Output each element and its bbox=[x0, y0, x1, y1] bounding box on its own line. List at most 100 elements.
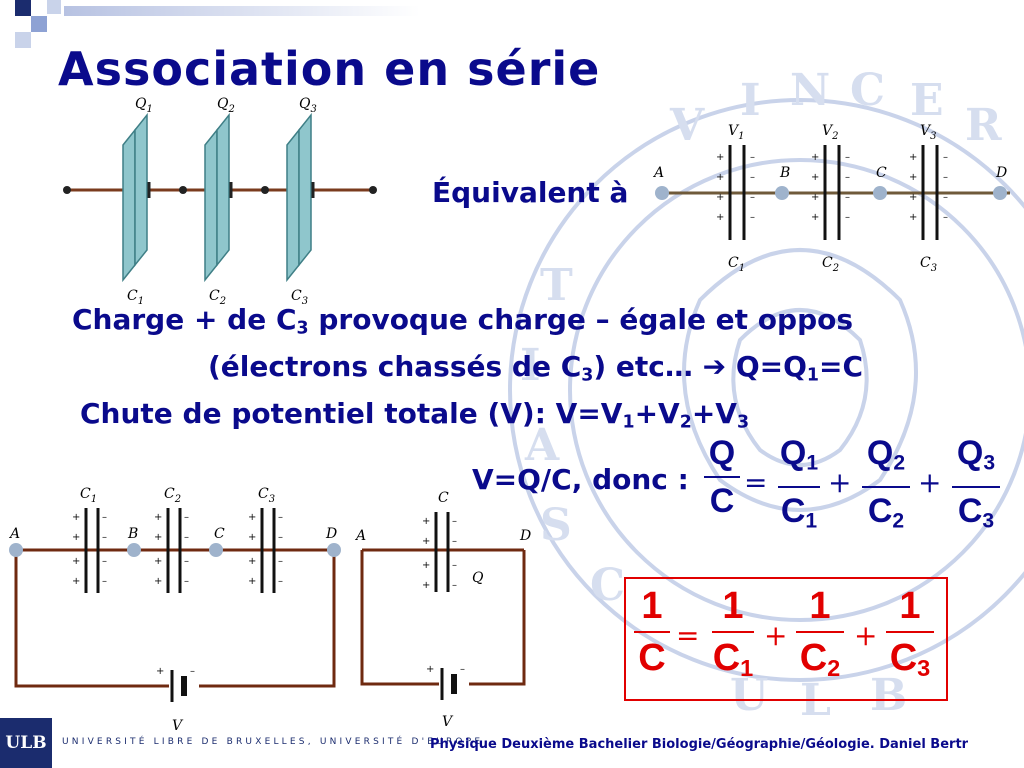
svg-text:A: A bbox=[524, 420, 560, 471]
svg-text:–: – bbox=[943, 212, 948, 223]
svg-text:–: – bbox=[278, 512, 283, 523]
svg-text:V3: V3 bbox=[920, 123, 937, 142]
svg-text:T: T bbox=[540, 260, 573, 311]
svg-text:–: – bbox=[845, 172, 850, 183]
university-name: UNIVERSITÉ LIBRE DE BRUXELLES, UNIVERSIT… bbox=[62, 737, 484, 747]
svg-text:–: – bbox=[452, 516, 457, 527]
svg-text:–: – bbox=[102, 532, 107, 543]
svg-text:C3: C3 bbox=[291, 288, 308, 307]
equivalent-label: Équivalent à bbox=[432, 176, 629, 209]
svg-text:+: + bbox=[422, 580, 430, 591]
svg-text:C: C bbox=[438, 490, 449, 506]
svg-text:–: – bbox=[750, 192, 755, 203]
svg-text:C2: C2 bbox=[822, 255, 839, 274]
svg-text:–: – bbox=[845, 192, 850, 203]
svg-text:+: + bbox=[909, 212, 917, 223]
svg-text:A: A bbox=[354, 528, 366, 544]
svg-text:–: – bbox=[452, 580, 457, 591]
equivalent-circuit: ++++ –––– +– C A D Q V bbox=[354, 490, 531, 730]
svg-text:C: C bbox=[214, 526, 225, 542]
svg-text:S: S bbox=[540, 500, 572, 551]
svg-text:+: + bbox=[716, 172, 724, 183]
svg-text:+: + bbox=[248, 576, 256, 587]
svg-text:C: C bbox=[850, 65, 885, 116]
svg-text:V2: V2 bbox=[822, 123, 839, 142]
svg-text:+: + bbox=[154, 532, 162, 543]
svg-text:+: + bbox=[248, 556, 256, 567]
svg-text:–: – bbox=[190, 666, 195, 677]
svg-text:–: – bbox=[278, 576, 283, 587]
svg-text:+: + bbox=[72, 576, 80, 587]
svg-text:+: + bbox=[72, 556, 80, 567]
svg-text:+: + bbox=[154, 512, 162, 523]
svg-text:C3: C3 bbox=[920, 255, 937, 274]
svg-text:–: – bbox=[102, 576, 107, 587]
svg-text:–: – bbox=[750, 172, 755, 183]
svg-text:–: – bbox=[184, 576, 189, 587]
svg-text:–: – bbox=[184, 532, 189, 543]
svg-text:–: – bbox=[845, 152, 850, 163]
svg-text:–: – bbox=[452, 560, 457, 571]
text-line-2: (électrons chassés de C3) etc… ➔ Q=Q1=C bbox=[208, 350, 864, 386]
svg-text:+: + bbox=[811, 192, 819, 203]
svg-text:+: + bbox=[248, 512, 256, 523]
text-line-4: V=Q/C, donc : bbox=[472, 463, 689, 496]
svg-text:C1: C1 bbox=[80, 486, 97, 505]
svg-text:C: C bbox=[876, 165, 887, 181]
svg-text:+: + bbox=[422, 560, 430, 571]
svg-text:D: D bbox=[519, 528, 531, 544]
svg-text:+: + bbox=[72, 532, 80, 543]
svg-text:+: + bbox=[72, 512, 80, 523]
svg-text:U: U bbox=[730, 670, 768, 720]
svg-text:C: C bbox=[590, 560, 625, 611]
svg-text:–: – bbox=[278, 532, 283, 543]
svg-text:Q3: Q3 bbox=[299, 96, 317, 115]
svg-text:+: + bbox=[811, 152, 819, 163]
svg-text:L: L bbox=[800, 675, 831, 720]
svg-text:V: V bbox=[172, 718, 184, 734]
svg-text:I: I bbox=[740, 75, 761, 126]
svg-text:V: V bbox=[442, 714, 454, 730]
corner-decoration bbox=[15, 0, 420, 48]
svg-text:+: + bbox=[154, 556, 162, 567]
svg-text:–: – bbox=[184, 556, 189, 567]
svg-text:B: B bbox=[127, 526, 138, 542]
svg-text:–: – bbox=[943, 152, 948, 163]
svg-text:D: D bbox=[325, 526, 337, 542]
svg-text:A: A bbox=[652, 165, 664, 181]
course-footer: Physique Deuxième Bachelier Biologie/Géo… bbox=[430, 737, 969, 752]
series-circuit-battery: ++++ –––– ++++ –––– ++++ –––– +– C1 C2 C… bbox=[8, 486, 341, 734]
svg-text:+: + bbox=[422, 516, 430, 527]
svg-text:V1: V1 bbox=[728, 123, 745, 142]
svg-text:–: – bbox=[750, 212, 755, 223]
svg-text:C2: C2 bbox=[164, 486, 181, 505]
plate-capacitors-figure: Q1 Q2 Q3 C1 C2 C3 bbox=[63, 96, 377, 307]
svg-text:+: + bbox=[909, 152, 917, 163]
svg-text:Q: Q bbox=[472, 570, 484, 586]
svg-text:–: – bbox=[943, 172, 948, 183]
svg-text:B: B bbox=[779, 165, 790, 181]
svg-text:E: E bbox=[910, 75, 944, 126]
svg-text:–: – bbox=[184, 512, 189, 523]
svg-text:+: + bbox=[248, 532, 256, 543]
svg-text:R: R bbox=[965, 100, 1002, 151]
svg-text:Q2: Q2 bbox=[217, 96, 235, 115]
svg-text:+: + bbox=[154, 576, 162, 587]
svg-text:+: + bbox=[422, 536, 430, 547]
svg-text:+: + bbox=[716, 212, 724, 223]
svg-text:–: – bbox=[750, 152, 755, 163]
slide-title: Association en série bbox=[58, 42, 601, 96]
svg-text:+: + bbox=[156, 666, 164, 677]
svg-text:C2: C2 bbox=[209, 288, 226, 307]
text-line-3: Chute de potentiel totale (V): V=V1+V2+V… bbox=[80, 397, 750, 433]
svg-text:+: + bbox=[811, 172, 819, 183]
svg-text:I: I bbox=[520, 340, 541, 391]
svg-text:A: A bbox=[8, 526, 20, 542]
svg-text:–: – bbox=[452, 536, 457, 547]
text-line-1: Charge + de C3 provoque charge – égale e… bbox=[72, 303, 854, 339]
ulb-logo: ULB bbox=[0, 718, 52, 768]
svg-text:C3: C3 bbox=[258, 486, 275, 505]
svg-text:–: – bbox=[278, 556, 283, 567]
svg-text:–: – bbox=[460, 664, 465, 675]
